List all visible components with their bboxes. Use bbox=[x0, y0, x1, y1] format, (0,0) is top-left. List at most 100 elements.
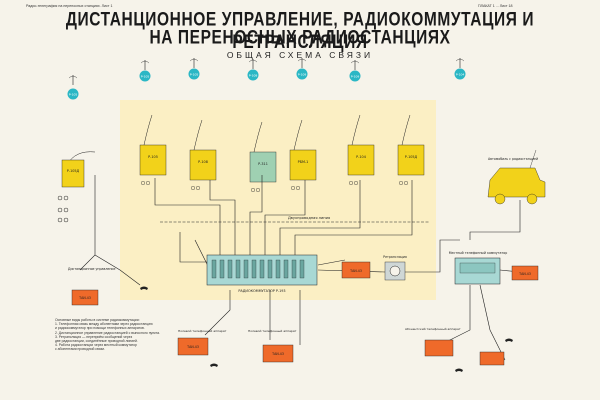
vehicle-icon: Автомобиль с радиостанцией bbox=[487, 149, 546, 205]
headset-icon bbox=[399, 180, 404, 185]
top-station-2: Р-105 bbox=[188, 58, 200, 80]
left-radio-label: Р-105Д bbox=[67, 169, 80, 173]
headset-icon bbox=[195, 185, 200, 190]
field-phone-2: ТАИ-43 bbox=[341, 261, 371, 279]
headset-icon bbox=[354, 180, 359, 185]
radio-body bbox=[289, 149, 317, 181]
radio-5: Р-104 bbox=[347, 114, 375, 185]
switchboard-label: РАДИОКОММУТАТОР Р-193 bbox=[238, 289, 285, 293]
relay-label: Ретрансляция bbox=[383, 255, 407, 259]
radio-label: Р-104 bbox=[356, 155, 366, 159]
field-phone-5-label: ТАИ-43 bbox=[271, 352, 284, 356]
field-phone-7 bbox=[479, 351, 505, 366]
switchboard-jack bbox=[291, 259, 297, 279]
handsets bbox=[140, 286, 513, 372]
headset-icon bbox=[296, 185, 301, 190]
field-phone-3: ТАИ-43 bbox=[511, 265, 539, 281]
top-station-label: Р-108 bbox=[249, 74, 258, 78]
radio-body bbox=[347, 144, 375, 176]
remote-left-label: Дистанционное управление bbox=[68, 267, 115, 271]
legend-line: 1. Телефонная связь между абонентами чер… bbox=[55, 322, 153, 327]
top-station-label: Р-105 bbox=[190, 73, 199, 77]
top-station-4: Р-109 bbox=[296, 58, 308, 80]
top-station-6: Р-104 bbox=[454, 58, 466, 80]
legend-line: 2. Дистанционное управление радиостанцие… bbox=[55, 330, 160, 335]
radio-body bbox=[189, 149, 217, 181]
switchboard-jack bbox=[283, 259, 289, 279]
top-station-5: Р-109 bbox=[349, 60, 361, 82]
field-phone-2-label: ТАИ-43 bbox=[349, 269, 362, 273]
radio-label: Р-105Д bbox=[405, 155, 418, 159]
field-phone-4-label: ТАИ-43 bbox=[186, 345, 199, 349]
radio-2: Р-108 bbox=[189, 119, 217, 190]
subtitle: ОБЩАЯ СХЕМА СВЯЗИ bbox=[226, 50, 374, 60]
headset-icon bbox=[145, 180, 150, 185]
left-headsets bbox=[57, 195, 69, 223]
subscriber-3-label: Абонентский телефонный аппарат bbox=[405, 327, 461, 331]
remote-station-label: Р-105 bbox=[69, 93, 78, 97]
header-right-note: ПЛАКАТ 1 ... Лист 18 bbox=[478, 4, 513, 8]
headset-icon bbox=[349, 180, 354, 185]
field-phone-6 bbox=[424, 339, 454, 357]
radio-label: Р-105 bbox=[148, 155, 158, 159]
top-station-icon bbox=[139, 70, 151, 82]
field-phone-5: ТАИ-43 bbox=[262, 344, 294, 363]
radio-4: РБМ-1 bbox=[289, 119, 317, 190]
legend-line: и радиокоммутатор при помощи телефонных … bbox=[55, 326, 145, 331]
switchboard-jack bbox=[267, 259, 273, 279]
exchange: Местный телефонный коммутатор bbox=[449, 251, 507, 285]
headset-icon bbox=[291, 185, 296, 190]
top-station-icon bbox=[296, 68, 308, 80]
field-phone-3-label: ТАИ-43 bbox=[518, 272, 531, 276]
switchboard-jack bbox=[259, 259, 265, 279]
radio-label: РБМ-1 bbox=[298, 160, 309, 164]
remote-station: Р-105 bbox=[67, 75, 79, 100]
legend-line: две радиостанции, соединённые проводной … bbox=[55, 339, 138, 344]
legend-line: с абонентами проводной связи. bbox=[55, 347, 105, 352]
switchboard-jack bbox=[275, 259, 281, 279]
top-station-icon bbox=[188, 68, 200, 80]
headset-icon bbox=[190, 185, 195, 190]
top-station-icon bbox=[349, 70, 361, 82]
top-station-icon bbox=[454, 68, 466, 80]
radio-body bbox=[249, 151, 277, 183]
exchange-label: Местный телефонный коммутатор bbox=[449, 251, 507, 255]
radio-label: Р-108 bbox=[198, 160, 208, 164]
field-phone-4: ТАИ-43 bbox=[177, 337, 209, 356]
remote-station-icon bbox=[67, 88, 79, 100]
switchboard-jack bbox=[243, 259, 249, 279]
legend-line: 4. Работа радиостанции через местный ком… bbox=[55, 343, 137, 348]
title-line-2: НА ПЕРЕНОСНЫХ РАДИОСТАНЦИЯХ bbox=[149, 27, 451, 49]
radio-6: Р-105Д bbox=[397, 114, 425, 185]
radio-body bbox=[139, 144, 167, 176]
switchboard-jack bbox=[227, 259, 233, 279]
two-wire-line-label: Двухпроводная линия bbox=[288, 216, 330, 220]
switchboard-jack bbox=[235, 259, 241, 279]
top-station-label: Р-105 bbox=[141, 75, 150, 79]
top-station-label: Р-109 bbox=[351, 75, 360, 79]
legend-line: 3. Ретрансляция — переприём сообщений че… bbox=[55, 334, 133, 339]
left-radio: Р-105Д bbox=[61, 151, 96, 188]
radio-label: Р-311 bbox=[258, 162, 268, 166]
radio-body bbox=[397, 144, 425, 176]
field-phone-1-label: ТАИ-43 bbox=[78, 296, 91, 300]
radio-1: Р-105 bbox=[139, 114, 167, 185]
headset-icon bbox=[404, 180, 409, 185]
legend-lines: Основные виды работы в системе радиокомм… bbox=[55, 318, 175, 352]
vehicle-label: Автомобиль с радиостанцией bbox=[488, 157, 538, 161]
top-station-label: Р-109 bbox=[298, 73, 307, 77]
switchboard-jack bbox=[219, 259, 225, 279]
top-station-3: Р-108 bbox=[247, 59, 259, 81]
top-station-1: Р-105 bbox=[139, 60, 151, 82]
top-station-icon bbox=[247, 69, 259, 81]
relay-device: Ретрансляция bbox=[383, 255, 407, 281]
field-phone-1: ТАИ-43 bbox=[71, 289, 99, 306]
switchboard: РАДИОКОММУТАТОР Р-193 bbox=[206, 254, 318, 293]
subscriber-2-label: Полевой телефонный аппарат bbox=[248, 329, 297, 333]
title-line-1: ДИСТАНЦИОННОЕ УПРАВЛЕНИЕ, РАДИОКОММУТАЦИ… bbox=[65, 9, 535, 53]
left-radio-body bbox=[61, 159, 85, 188]
